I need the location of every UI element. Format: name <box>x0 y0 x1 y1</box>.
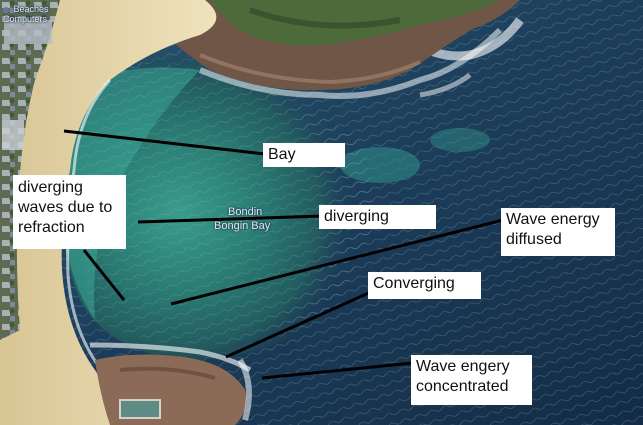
place-label-bondin: Bondin <box>228 206 263 218</box>
annotation-refraction-line-3: refraction <box>18 219 85 236</box>
annotation-energy-concentrated: Wave engery concentrated <box>411 355 532 405</box>
annotation-concentrated-line-1: Wave engery <box>416 358 510 375</box>
annotation-refraction-line-2: waves due to <box>18 199 113 216</box>
leader-line-bay <box>63 129 266 156</box>
annotation-converging: Converging <box>368 272 481 299</box>
annotation-converging-text: Converging <box>373 275 455 292</box>
leader-line-diverging <box>137 214 324 224</box>
annotation-refraction-line-1: diverging <box>18 179 83 196</box>
business-label-line-1: Beaches <box>13 4 49 14</box>
leader-line-energy-diffused <box>170 218 504 306</box>
business-label: Beaches Computers <box>3 4 49 24</box>
leader-line-refraction <box>82 249 126 301</box>
annotation-concentrated-line-2: concentrated <box>416 378 509 395</box>
leader-line-converging <box>225 290 372 359</box>
annotation-diverging: diverging <box>319 205 436 229</box>
annotation-bay: Bay <box>263 143 345 167</box>
annotation-energy-diffused: Wave energy diffused <box>501 208 615 256</box>
place-label-bongin-bay: Bongin Bay <box>214 220 271 232</box>
leader-line-energy-concentrated <box>261 361 414 380</box>
annotation-diverging-refraction: diverging waves due to refraction <box>13 175 126 249</box>
annotation-diffused-line-2: diffused <box>506 231 562 248</box>
annotation-diverging-text: diverging <box>324 208 389 225</box>
business-label-line-2: Computers <box>3 14 48 24</box>
annotation-diffused-line-1: Wave energy <box>506 211 600 228</box>
location-pin-icon <box>3 6 9 13</box>
annotation-bay-text: Bay <box>268 146 296 163</box>
